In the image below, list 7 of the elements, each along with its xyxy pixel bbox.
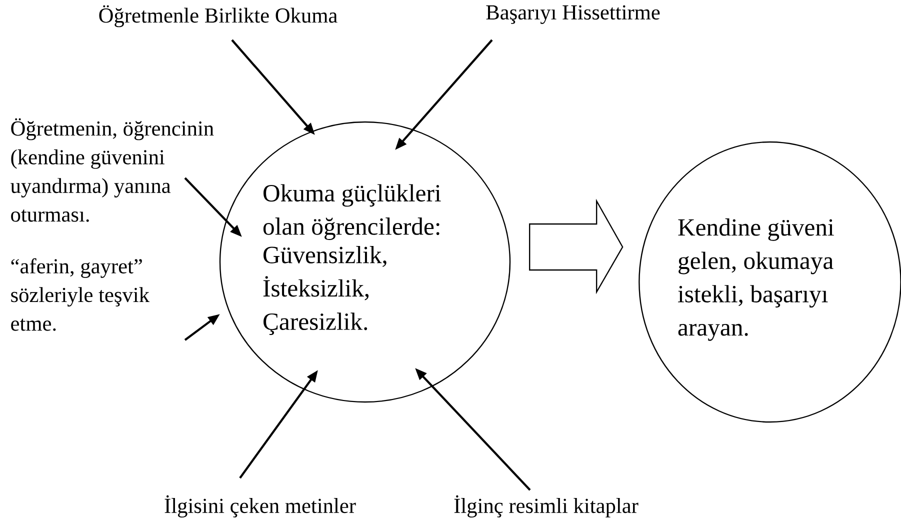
cue-text: “aferin, gayret” sözleriyle teşvik etme. bbox=[11, 258, 150, 331]
cue-text: İlgisini çeken metinler bbox=[164, 495, 356, 518]
cue-text: İlginç resimli kitaplar bbox=[454, 495, 638, 518]
block-arrow bbox=[529, 198, 624, 294]
cue-text: Öğretmenin, öğrencinin (kendine güvenini uyandırma) yanına oturması. bbox=[10, 118, 214, 222]
cue-text: Öğretmenle Birlikte Okuma bbox=[99, 5, 338, 28]
cue-text: Başarıyı Hissettirme bbox=[486, 5, 660, 24]
